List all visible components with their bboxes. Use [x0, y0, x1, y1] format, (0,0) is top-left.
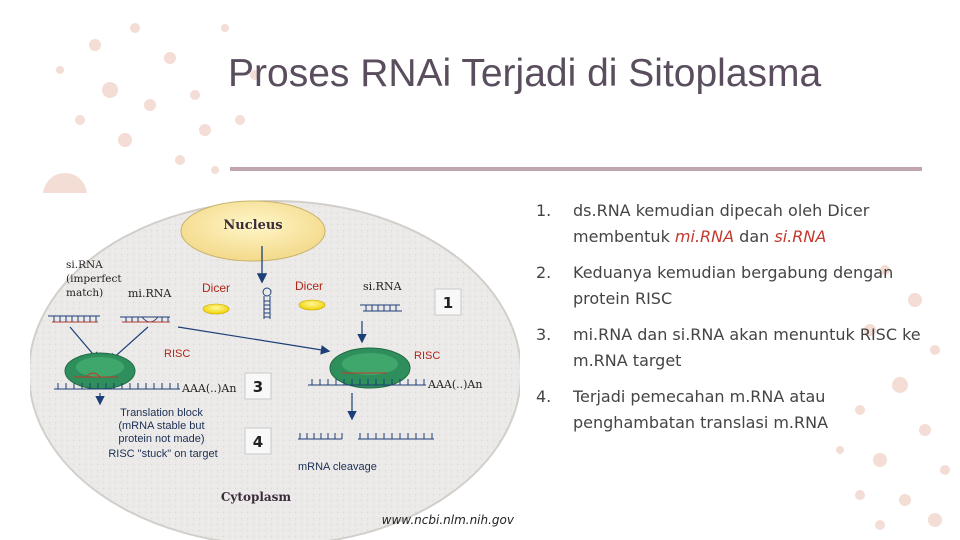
cell-background — [30, 200, 520, 540]
steps-list: 1. ds.RNA kemudian dipecah oleh Dicer me… — [536, 198, 936, 446]
duplex-mirna — [120, 316, 170, 323]
step-number: 3. — [536, 325, 552, 344]
sirna-label: si.RNA — [363, 280, 403, 293]
mirna-label: mi.RNA — [128, 287, 172, 300]
dicer-left — [202, 303, 230, 315]
mrna-left — [54, 372, 180, 390]
dicer-right — [298, 299, 326, 311]
step-item-4: 4. Terjadi pemecahan m.RNA atau penghamb… — [536, 384, 936, 436]
step-4-label: 4 — [253, 433, 263, 451]
risc-left-label: RISC — [164, 348, 190, 360]
mirna-highlight: mi.RNA — [674, 227, 735, 246]
arrow-cross — [177, 326, 331, 355]
mrna-right — [308, 372, 426, 386]
nucleus-label: Nucleus — [223, 218, 282, 233]
step-3-box — [244, 372, 272, 400]
step-item-1: 1. ds.RNA kemudian dipecah oleh Dicer me… — [536, 198, 936, 250]
step-item-2: 2. Keduanya kemudian bergabung dengan pr… — [536, 260, 936, 312]
risc-right-label: RISC — [414, 350, 440, 362]
dicer-right-label: Dicer — [295, 279, 323, 293]
step-number: 4. — [536, 387, 552, 406]
step-item-3: 3. mi.RNA dan si.RNA akan menuntuk RISC … — [536, 322, 936, 374]
step-1-label: 1 — [443, 294, 453, 312]
title-underline — [230, 167, 922, 171]
step-4-box — [244, 427, 272, 455]
poly-a-right: AAA(..)An — [427, 378, 482, 391]
rnai-diagram: Nucleus si.RNA (imperfect match) mi.RNA … — [30, 193, 520, 540]
cleaved-mrna — [298, 433, 434, 440]
step-number: 1. — [536, 201, 552, 220]
dicer-left-label: Dicer — [202, 281, 230, 295]
sirna-imperfect-label: si.RNA (imperfect match) — [66, 259, 125, 299]
mrna-cleavage-label: mRNA cleavage — [298, 461, 377, 473]
source-credit: www.ncbi.nlm.nih.gov — [382, 513, 515, 527]
sirna-highlight: si.RNA — [774, 227, 827, 246]
duplex-imperfect — [48, 315, 100, 323]
nucleus — [180, 200, 326, 262]
step-number: 2. — [536, 263, 552, 282]
step-3-label: 3 — [253, 378, 263, 396]
duplex-sirna — [360, 304, 402, 312]
cytoplasm-label: Cytoplasm — [221, 490, 292, 504]
step-1-box — [434, 288, 462, 316]
slide-title: Proses RNAi Terjadi di Sitoplasma — [228, 52, 822, 95]
dsrna-hairpin — [262, 287, 272, 319]
poly-a-left: AAA(..)An — [181, 382, 236, 395]
translation-block-text: Translation block (mRNA stable but prote… — [108, 407, 217, 460]
